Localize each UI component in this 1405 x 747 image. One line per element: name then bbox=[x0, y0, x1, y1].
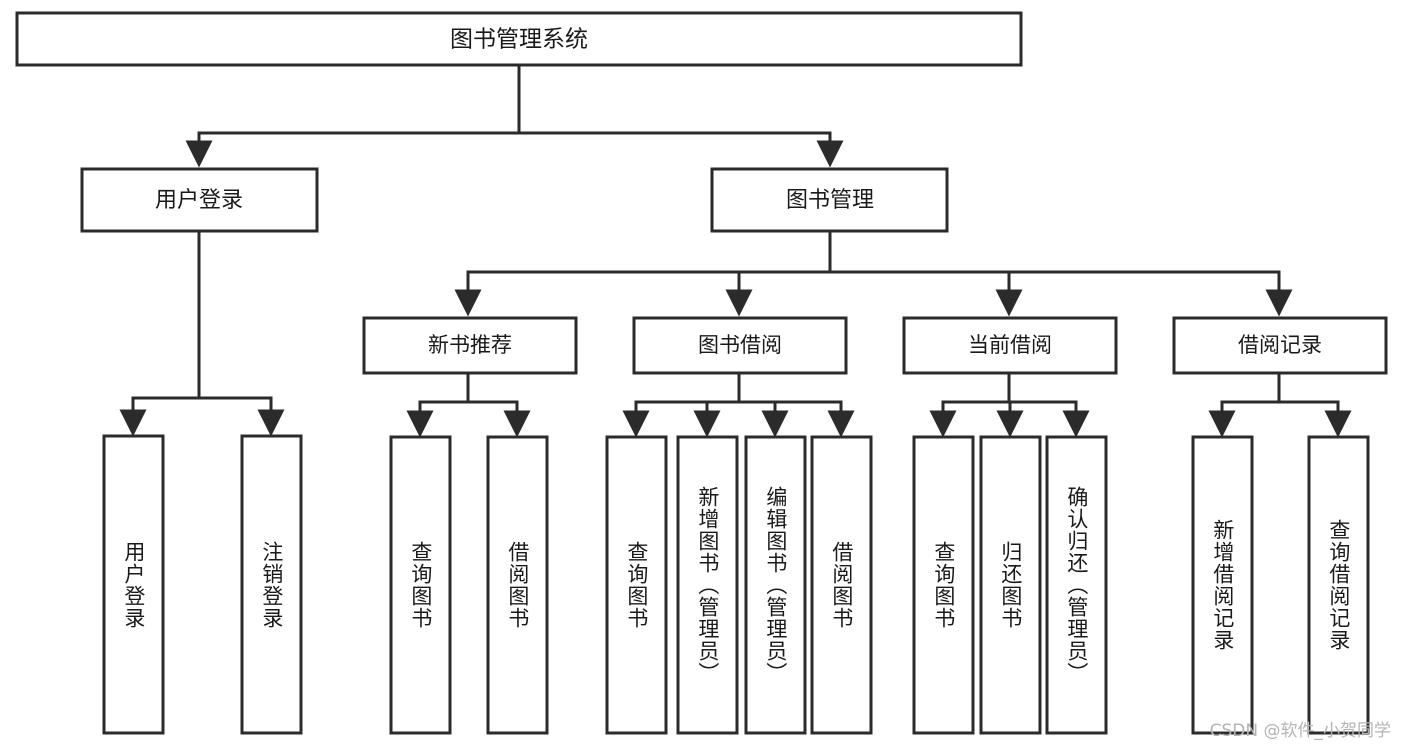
leaf-new-book-1-label: 借阅图书 bbox=[505, 541, 530, 629]
node-user-login-label: 用户登录 bbox=[155, 188, 243, 213]
leaf-book-borrow-0-label: 查询图书 bbox=[624, 541, 649, 629]
leaf-book-borrow-2-text-holder: 编辑图书（管理员） bbox=[763, 486, 788, 684]
node-book-borrow-label: 图书借阅 bbox=[698, 333, 782, 357]
leaf-book-borrow-1-label: 新增图书（管理员） bbox=[695, 486, 720, 684]
leaf-new-book-0-text-holder: 查询图书 bbox=[408, 541, 433, 629]
leaf-borrow-record-0[interactable]: 新增借阅记录 bbox=[1191, 435, 1254, 735]
leaf-current-borrow-2-label: 确认归还（管理员） bbox=[1064, 486, 1089, 684]
leaf-new-book-0[interactable]: 查询图书 bbox=[389, 435, 452, 735]
leaf-user-login-0-label: 用户登录 bbox=[121, 540, 146, 629]
node-book-manage-label: 图书管理 bbox=[786, 188, 874, 213]
node-current-borrow-label: 当前借阅 bbox=[968, 333, 1052, 357]
leaf-borrow-record-0-label: 新增借阅记录 bbox=[1210, 519, 1235, 651]
leaf-book-borrow-1-box[interactable] bbox=[676, 435, 739, 735]
leaf-book-borrow-3-box[interactable] bbox=[810, 435, 873, 735]
node-user-login[interactable]: 用户登录 bbox=[80, 167, 319, 233]
node-current-borrow[interactable]: 当前借阅 bbox=[902, 316, 1118, 375]
node-borrow-record-label: 借阅记录 bbox=[1238, 333, 1322, 357]
leaf-user-login-1-box[interactable] bbox=[240, 434, 303, 735]
leaf-book-borrow-2-box[interactable] bbox=[744, 435, 807, 735]
leaf-user-login-1-text-holder: 注销登录 bbox=[259, 540, 284, 629]
leaf-current-borrow-1-box[interactable] bbox=[979, 435, 1042, 735]
connectors bbox=[119, 64, 1352, 438]
leaf-current-borrow-2-box[interactable] bbox=[1045, 435, 1108, 735]
leaf-book-borrow-1[interactable]: 新增图书（管理员） bbox=[676, 435, 739, 735]
node-new-book-recommend-label: 新书推荐 bbox=[428, 333, 512, 357]
leaf-book-borrow-3-label: 借阅图书 bbox=[829, 541, 854, 629]
node-root-label: 图书管理系统 bbox=[450, 27, 588, 53]
leaf-book-borrow-2[interactable]: 编辑图书（管理员） bbox=[744, 435, 807, 735]
leaf-book-borrow-3[interactable]: 借阅图书 bbox=[810, 435, 873, 735]
node-user-login-box[interactable] bbox=[80, 167, 319, 233]
leaf-borrow-record-1[interactable]: 查询借阅记录 bbox=[1307, 435, 1370, 735]
leaf-current-borrow-0[interactable]: 查询图书 bbox=[912, 435, 975, 735]
leaf-borrow-record-1-box[interactable] bbox=[1307, 435, 1370, 735]
leaf-new-book-1[interactable]: 借阅图书 bbox=[486, 435, 549, 735]
leaf-current-borrow-1-label: 归还图书 bbox=[998, 541, 1023, 629]
leaf-book-borrow-1-text-holder: 新增图书（管理员） bbox=[695, 486, 720, 684]
leaf-new-book-1-box[interactable] bbox=[486, 435, 549, 735]
node-book-manage-box[interactable] bbox=[710, 167, 949, 233]
leaf-borrow-record-0-text-holder: 新增借阅记录 bbox=[1210, 519, 1235, 651]
node-borrow-record[interactable]: 借阅记录 bbox=[1172, 316, 1388, 375]
leaf-book-borrow-0-text-holder: 查询图书 bbox=[624, 541, 649, 629]
leaf-borrow-record-1-text-holder: 查询借阅记录 bbox=[1326, 519, 1351, 651]
node-borrow-record-box[interactable] bbox=[1172, 316, 1388, 375]
leaf-user-login-0[interactable]: 用户登录 bbox=[102, 434, 165, 735]
leaf-current-borrow-0-box[interactable] bbox=[912, 435, 975, 735]
node-current-borrow-box[interactable] bbox=[902, 316, 1118, 375]
node-book-borrow[interactable]: 图书借阅 bbox=[632, 316, 848, 375]
leaf-book-borrow-0-box[interactable] bbox=[605, 435, 668, 735]
node-new-book-recommend-box[interactable] bbox=[362, 316, 578, 375]
leaf-user-login-1-label: 注销登录 bbox=[259, 540, 284, 629]
leaf-current-borrow-1-text-holder: 归还图书 bbox=[998, 541, 1023, 629]
leaf-user-login-0-box[interactable] bbox=[102, 434, 165, 735]
node-root-box[interactable] bbox=[15, 11, 1023, 67]
leaf-current-borrow-2[interactable]: 确认归还（管理员） bbox=[1045, 435, 1108, 735]
leaf-new-book-1-text-holder: 借阅图书 bbox=[505, 541, 530, 629]
node-book-manage[interactable]: 图书管理 bbox=[710, 167, 949, 233]
leaf-new-book-0-box[interactable] bbox=[389, 435, 452, 735]
leaf-current-borrow-2-text-holder: 确认归还（管理员） bbox=[1064, 486, 1089, 684]
leaf-current-borrow-0-label: 查询图书 bbox=[931, 541, 956, 629]
leaf-current-borrow-1[interactable]: 归还图书 bbox=[979, 435, 1042, 735]
leaf-borrow-record-1-label: 查询借阅记录 bbox=[1326, 519, 1351, 651]
node-book-borrow-box[interactable] bbox=[632, 316, 848, 375]
leaf-book-borrow-0[interactable]: 查询图书 bbox=[605, 435, 668, 735]
leaf-book-borrow-3-text-holder: 借阅图书 bbox=[829, 541, 854, 629]
node-new-book-recommend[interactable]: 新书推荐 bbox=[362, 316, 578, 375]
leaf-user-login-1[interactable]: 注销登录 bbox=[240, 434, 303, 735]
leaf-book-borrow-2-label: 编辑图书（管理员） bbox=[763, 486, 788, 684]
leaf-user-login-0-text-holder: 用户登录 bbox=[121, 540, 146, 629]
leaf-new-book-0-label: 查询图书 bbox=[408, 541, 433, 629]
leaf-current-borrow-0-text-holder: 查询图书 bbox=[931, 541, 956, 629]
leaf-borrow-record-0-box[interactable] bbox=[1191, 435, 1254, 735]
node-root[interactable]: 图书管理系统 bbox=[15, 11, 1023, 67]
